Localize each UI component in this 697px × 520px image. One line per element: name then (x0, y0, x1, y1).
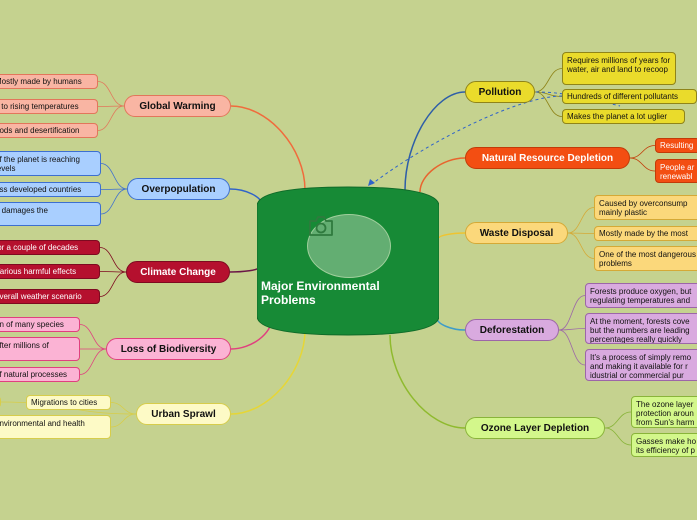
connector-line (229, 267, 259, 273)
subtopic-natural-resource-depletion[interactable]: People ar renewabl (655, 159, 697, 183)
topic-waste-disposal[interactable]: Waste Disposal (465, 222, 568, 244)
subtopic-waste-disposal[interactable]: Caused by overconsump mainly plastic (594, 195, 697, 220)
subtopic-pollution[interactable]: Requires millions of years for water, ai… (562, 52, 676, 85)
subtopic-global-warming[interactable]: s to rising temperatures (0, 99, 98, 114)
connector-line (230, 329, 306, 415)
topic-pollution[interactable]: Pollution (465, 81, 535, 103)
subtopic-deforestation[interactable]: It's a process of simply remo and making… (585, 349, 697, 381)
arrowhead (368, 179, 375, 186)
subtopic-overpopulation[interactable]: of the planet is reaching levels (0, 151, 101, 176)
subtopic-waste-disposal[interactable]: One of the most dangerous problems (594, 246, 697, 271)
connector-line (110, 402, 137, 415)
connector-line (629, 157, 656, 172)
connector-line (404, 91, 466, 191)
subtopic-ozone-layer-depletion[interactable]: Gasses make ho its efficiency of p (631, 433, 697, 457)
topic-overpopulation[interactable]: Overpopulation (127, 178, 230, 200)
connector-line (629, 145, 656, 159)
subtopic-pollution[interactable]: Hundreds of different pollutants (562, 89, 697, 104)
camera-icon (309, 216, 333, 236)
connector-line (419, 157, 466, 193)
subtopic-urban-sprawl[interactable]: environmental and health (0, 415, 111, 439)
connector-line (99, 271, 127, 297)
connector-line (79, 348, 107, 375)
connector-line (534, 68, 563, 93)
connector-line (567, 232, 595, 234)
topic-global-warming[interactable]: Global Warming (124, 95, 231, 117)
subtopic-climate-change[interactable]: for a couple of decades (0, 240, 100, 255)
subtopic-deforestation[interactable]: At the moment, forests cove but the numb… (585, 313, 697, 344)
connector-line (558, 295, 586, 331)
connector-line (100, 188, 128, 190)
connector-line (604, 427, 632, 446)
subtopic-pollution[interactable]: Makes the planet a lot uglier (562, 109, 685, 124)
subtopic-natural-resource-depletion[interactable]: Resulting (655, 138, 697, 153)
subtopic-overpopulation[interactable]: ess developed countries (0, 182, 101, 197)
subtopic-loss-of-biodiversity[interactable]: after millions of (0, 337, 80, 361)
subtopic-deforestation[interactable]: Forests produce oxygen, but regulating t… (585, 283, 697, 308)
topic-natural-resource-depletion[interactable]: Natural Resource Depletion (465, 147, 630, 169)
connector-line (438, 232, 466, 239)
connector-line (79, 324, 107, 350)
connector-line (558, 328, 586, 331)
subtopic-urban-sprawl[interactable]: Migrations to cities (26, 395, 111, 410)
subtopic-climate-change[interactable]: Various harmful effects (0, 264, 100, 279)
connector-line (558, 329, 586, 366)
subtopic-climate-change[interactable]: overall weather scenario (0, 289, 100, 304)
connector-line (110, 413, 137, 428)
connector-line (567, 232, 595, 259)
central-topic-title: Major Environmental Problems (261, 279, 380, 307)
connector-line (97, 105, 125, 131)
connector-line (100, 188, 128, 215)
subtopic-overpopulation[interactable]: e damages the (0, 202, 101, 226)
connector-line (230, 105, 306, 191)
topic-deforestation[interactable]: Deforestation (465, 319, 559, 341)
subtopic-ozone-layer-depletion[interactable]: The ozone layer protection aroun from Su… (631, 396, 697, 428)
connector-line (97, 81, 125, 107)
image-placeholder[interactable] (307, 214, 391, 278)
connector-line (371, 95, 563, 185)
connector-line (97, 105, 125, 107)
topic-loss-of-biodiversity[interactable]: Loss of Biodiversity (106, 338, 231, 360)
topic-ozone-layer-depletion[interactable]: Ozone Layer Depletion (465, 417, 605, 439)
topic-climate-change[interactable]: Climate Change (126, 261, 230, 283)
subtopic-waste-disposal[interactable]: Mostly made by the most (594, 226, 697, 241)
subtopic-global-warming[interactable]: oods and desertification (0, 123, 98, 138)
subtopic-global-warming[interactable]: Mostly made by humans (0, 74, 98, 89)
connector-line (534, 91, 563, 117)
topic-urban-sprawl[interactable]: Urban Sprawl (136, 403, 231, 425)
connector-line (99, 247, 127, 273)
connector-line (436, 317, 466, 331)
subtopic-loss-of-biodiversity[interactable]: of natural processes (0, 367, 80, 382)
subtopic-loss-of-biodiversity[interactable]: on of many species (0, 317, 80, 332)
connector-line (604, 411, 632, 429)
connector-line (567, 207, 595, 234)
central-topic[interactable]: Major Environmental Problems (257, 186, 439, 336)
connector-line (100, 163, 128, 190)
connector-line (389, 334, 466, 429)
connector-line (99, 271, 127, 273)
